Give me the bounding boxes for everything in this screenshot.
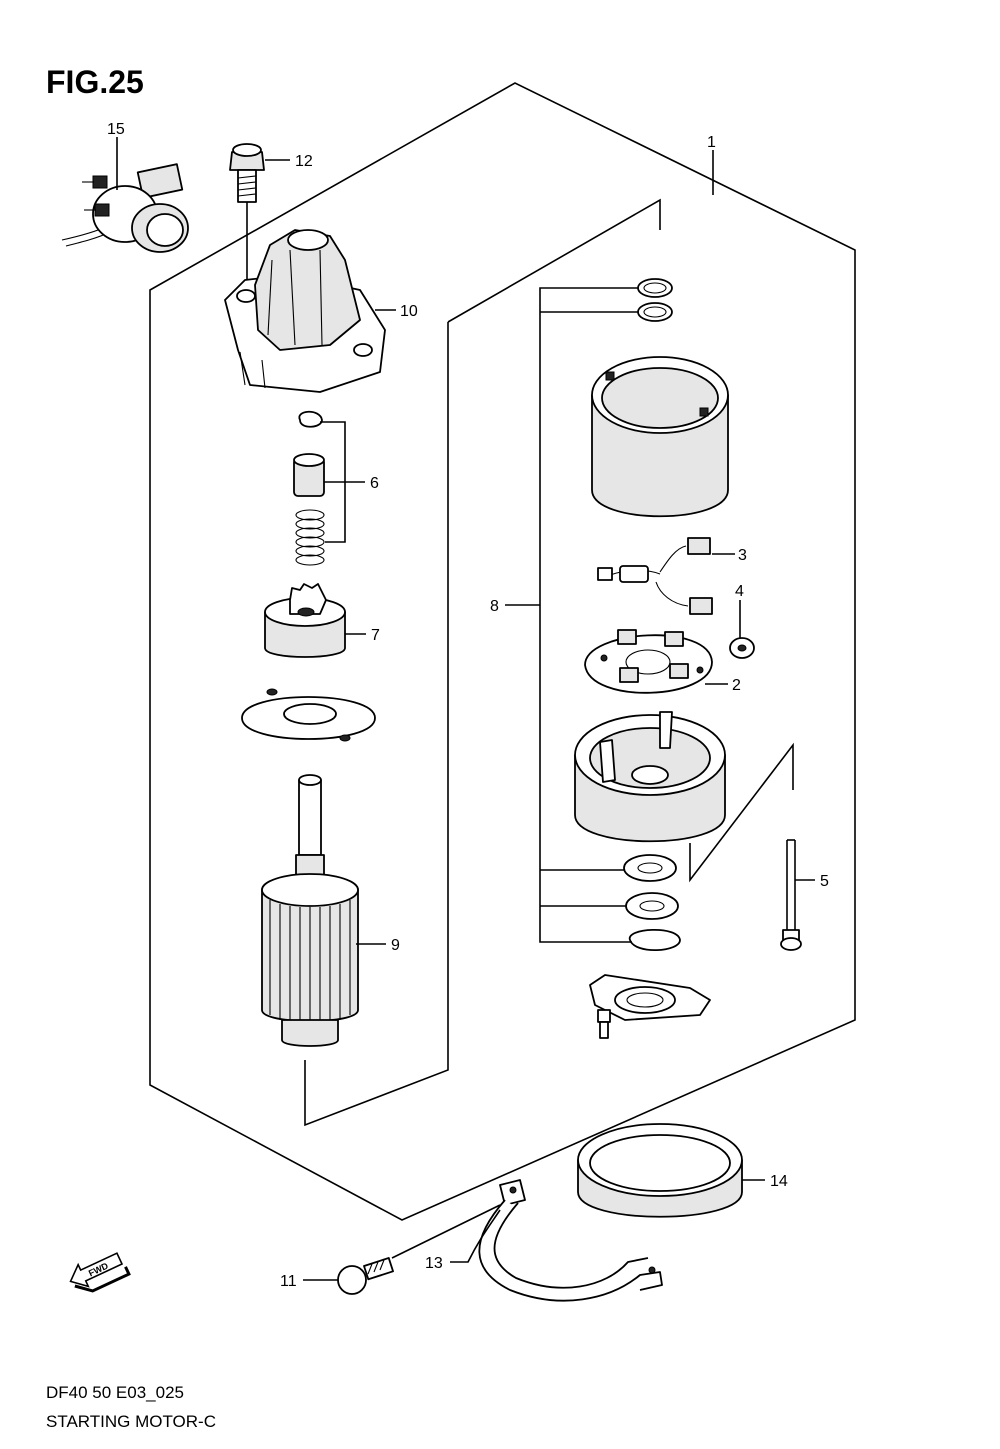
- solenoid-switch-part: [61, 163, 189, 253]
- callout-15: 15: [107, 121, 125, 138]
- o-rings-part: [637, 278, 673, 322]
- callout-4: 4: [735, 583, 744, 600]
- callout-6: 6: [370, 475, 379, 492]
- pinion-part: [264, 583, 346, 658]
- rubber-band-part: [577, 1123, 743, 1218]
- drawing-code: DF40 50 E03_025: [46, 1383, 184, 1402]
- brush-holder-part: [584, 629, 713, 694]
- washers-part: [623, 854, 681, 952]
- callout-7: 7: [371, 627, 380, 644]
- pinion-stop-part: [293, 410, 325, 566]
- brush-spring-part: [729, 637, 755, 659]
- assembly-outline: [149, 82, 856, 1221]
- leader-lines: [116, 137, 815, 1281]
- callout-1: 1: [707, 134, 716, 151]
- washer-plate-part: [241, 688, 376, 742]
- diagram-caption: STARTING MOTOR-C: [46, 1412, 216, 1431]
- bolt-11-part: [337, 1204, 501, 1295]
- fwd-arrow-icon: FWD: [69, 1252, 131, 1293]
- drive-housing-part: [224, 229, 386, 393]
- callout-9: 9: [391, 937, 400, 954]
- callout-3: 3: [738, 547, 747, 564]
- inner-outline-left: [304, 322, 449, 1127]
- end-frame-part: [574, 711, 726, 843]
- figure-title: FIG.25: [46, 64, 144, 100]
- callout-11: 11: [280, 1273, 297, 1290]
- callout-10: 10: [400, 303, 418, 320]
- callout-13: 13: [425, 1255, 443, 1272]
- inner-outline: [447, 198, 661, 323]
- callout-12: 12: [295, 153, 313, 170]
- callout-14: 14: [770, 1173, 788, 1190]
- callout-8: 8: [490, 598, 499, 615]
- brush-lead-part: [597, 537, 713, 615]
- armature-part: [261, 774, 359, 1047]
- through-bolt-part: [780, 839, 802, 951]
- yoke-part: [591, 356, 729, 518]
- callout-2: 2: [732, 677, 741, 694]
- bracket-strap-part: [478, 1179, 663, 1302]
- bolt-12-part: [229, 143, 265, 290]
- rear-plate-part: [589, 974, 711, 1039]
- callout-5: 5: [820, 873, 829, 890]
- inner-outline-right: [689, 742, 794, 883]
